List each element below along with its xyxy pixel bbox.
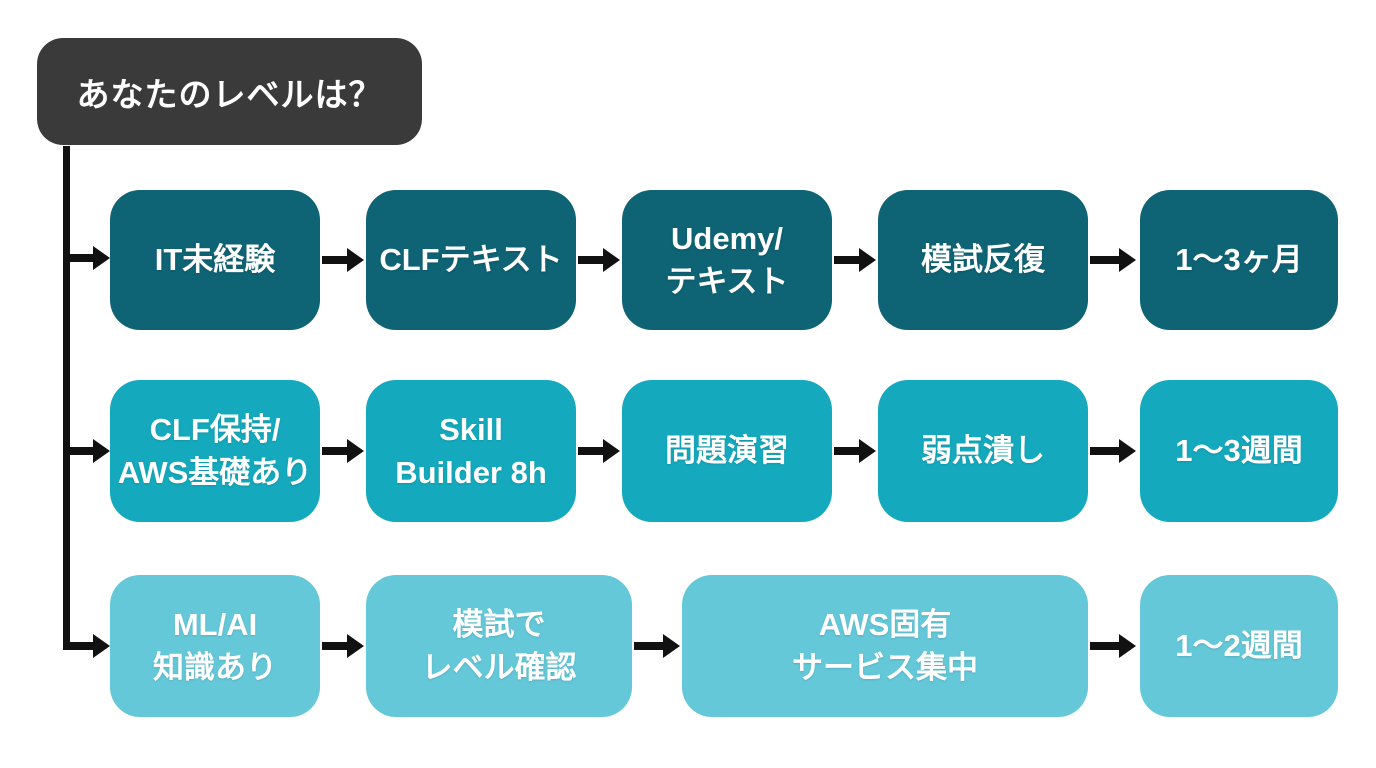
arrow-shaft xyxy=(66,254,96,262)
arrow-right-icon xyxy=(578,439,620,463)
arrow-right-icon xyxy=(834,439,876,463)
arrow-head xyxy=(603,248,620,272)
arrow-head xyxy=(1119,439,1136,463)
arrow-right-icon xyxy=(1090,634,1136,658)
branch-trunk-line xyxy=(63,146,70,650)
node-skill-builder-8h: Skill Builder 8h xyxy=(366,380,576,522)
arrow-shaft xyxy=(578,447,606,455)
node-duration-1-2-weeks: 1〜2週間 xyxy=(1140,575,1338,717)
level-question-box: あなたのレベルは？ xyxy=(37,38,422,145)
arrow-shaft xyxy=(1090,447,1122,455)
arrow-shaft xyxy=(322,642,350,650)
arrow-shaft xyxy=(634,642,666,650)
arrow-head xyxy=(859,439,876,463)
arrow-right-icon xyxy=(322,634,364,658)
arrow-shaft xyxy=(66,447,96,455)
node-weakness-fix: 弱点潰し xyxy=(878,380,1088,522)
arrow-shaft xyxy=(834,447,862,455)
arrow-right-icon xyxy=(66,634,110,658)
arrow-right-icon xyxy=(1090,439,1136,463)
arrow-right-icon xyxy=(66,439,110,463)
arrow-right-icon xyxy=(322,439,364,463)
arrow-right-icon xyxy=(578,248,620,272)
node-ml-ai-knowledge: ML/AI 知識あり xyxy=(110,575,320,717)
arrow-right-icon xyxy=(322,248,364,272)
node-duration-1-3-weeks: 1〜3週間 xyxy=(1140,380,1338,522)
arrow-shaft xyxy=(322,447,350,455)
level-question-label: あなたのレベルは？ xyxy=(76,75,383,113)
arrow-head xyxy=(93,634,110,658)
arrow-head xyxy=(347,248,364,272)
arrow-head xyxy=(859,248,876,272)
arrow-shaft xyxy=(322,256,350,264)
arrow-head xyxy=(347,439,364,463)
node-problem-practice: 問題演習 xyxy=(622,380,832,522)
arrow-head xyxy=(603,439,620,463)
arrow-shaft xyxy=(578,256,606,264)
arrow-right-icon xyxy=(634,634,680,658)
arrow-right-icon xyxy=(66,246,110,270)
arrow-shaft xyxy=(66,642,96,650)
arrow-head xyxy=(663,634,680,658)
arrow-right-icon xyxy=(834,248,876,272)
node-mock-exam-repeat: 模試反復 xyxy=(878,190,1088,330)
arrow-head xyxy=(1119,248,1136,272)
node-udemy-textbook: Udemy/ テキスト xyxy=(622,190,832,330)
arrow-head xyxy=(1119,634,1136,658)
arrow-shaft xyxy=(1090,642,1122,650)
arrow-shaft xyxy=(834,256,862,264)
arrow-right-icon xyxy=(1090,248,1136,272)
node-clf-textbook: CLFテキスト xyxy=(366,190,576,330)
node-aws-services-focus: AWS固有 サービス集中 xyxy=(682,575,1088,717)
node-clf-holder: CLF保持/ AWS基礎あり xyxy=(110,380,320,522)
node-mock-level-check: 模試で レベル確認 xyxy=(366,575,632,717)
node-duration-1-3-months: 1〜3ヶ月 xyxy=(1140,190,1338,330)
arrow-head xyxy=(93,246,110,270)
node-it-beginner: IT未経験 xyxy=(110,190,320,330)
arrow-head xyxy=(347,634,364,658)
arrow-head xyxy=(93,439,110,463)
arrow-shaft xyxy=(1090,256,1122,264)
